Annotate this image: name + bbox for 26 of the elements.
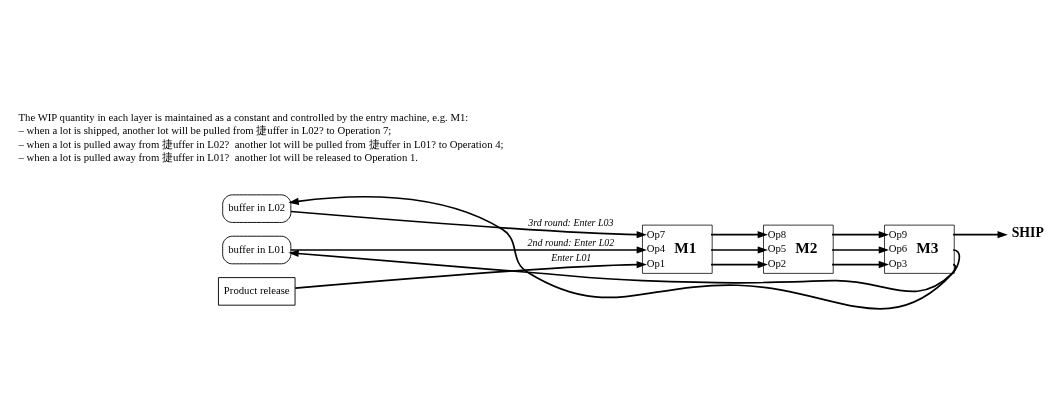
arrow [290, 210, 647, 238]
node-box: buffer in L01 [222, 235, 292, 264]
label: – when a lot is shipped, another lot will be pulled from 捷uffer in L02? to Operation 7; [18, 124, 392, 136]
edge-label: 3rd round: Enter L03 [528, 216, 614, 228]
arrow [288, 249, 957, 292]
arrow [288, 195, 961, 309]
arrow [952, 230, 1008, 238]
node-box: Op7 Op4 Op1 M1 [642, 224, 713, 274]
label: The WIP quantity in each layer is maintained as a constant and controlled by the entry machine, e.g. M1: [18, 110, 469, 123]
arrow [710, 245, 768, 254]
node-box: Op8 Op5 Op2 M2 [763, 224, 834, 274]
label: – when a lot is pulled away from 捷uffer in L01? another lot will be released to Operation 1. [18, 150, 419, 163]
node-box: Op9 Op6 Op3 M3 [884, 224, 955, 274]
arrow [831, 260, 889, 268]
edge-label: Enter L01 [551, 251, 592, 263]
node-box: buffer in L02 [222, 193, 292, 223]
arrow [831, 230, 889, 238]
arrow [710, 230, 768, 238]
arrow [290, 245, 647, 254]
node-text: SHIP [1011, 224, 1044, 240]
label: – when a lot is pulled away from 捷uffer in L02? another lot will be pulled from 捷uffer in L01? to Operation 4; [18, 137, 504, 150]
edge-label: 2nd round: Enter L02 [527, 236, 615, 248]
node-box: Product release [218, 276, 296, 306]
arrow [710, 260, 768, 268]
arrow [294, 260, 647, 289]
arrow [831, 245, 889, 254]
